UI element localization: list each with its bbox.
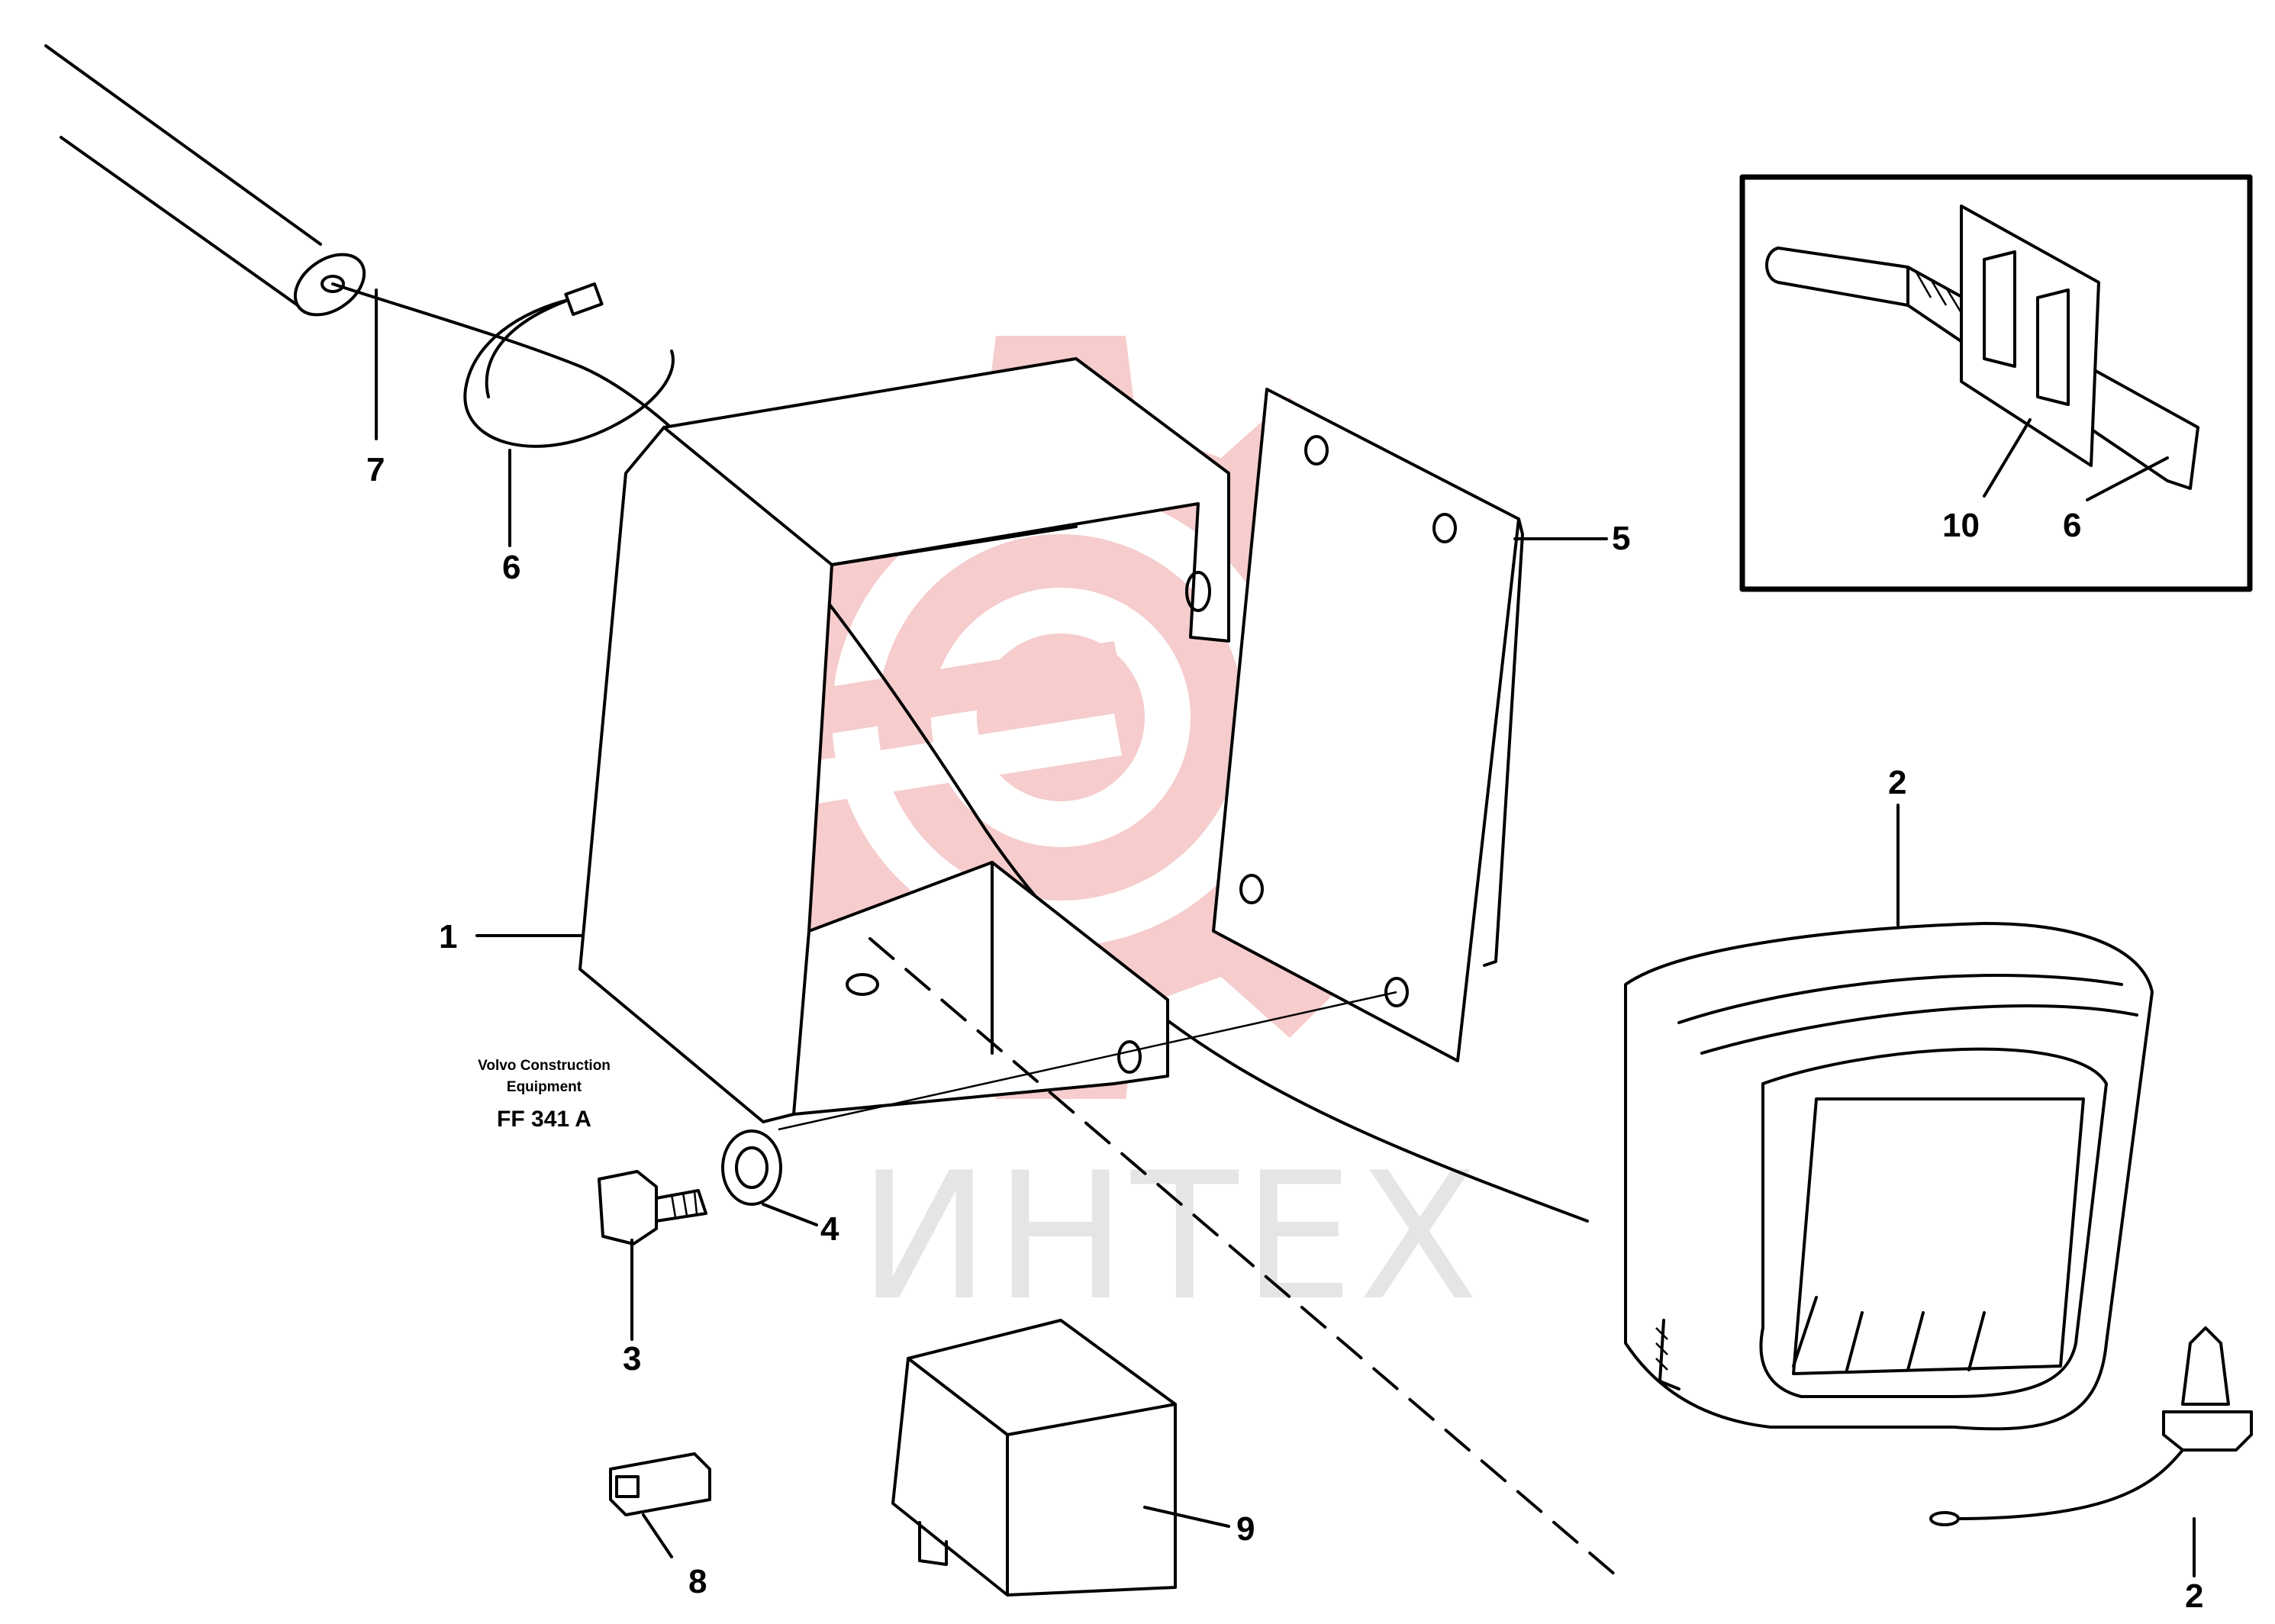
callout-4: 4 xyxy=(820,1210,839,1248)
housing xyxy=(578,357,1230,1123)
callout-8: 8 xyxy=(688,1563,707,1600)
callout-9: 9 xyxy=(1236,1510,1255,1548)
callout-10: 10 xyxy=(1942,507,1980,544)
credit-division: Equipment xyxy=(507,1079,582,1095)
washer xyxy=(721,1129,782,1206)
callout-1: 1 xyxy=(439,918,457,955)
callout-6-inset: 6 xyxy=(2063,507,2081,544)
callout-5: 5 xyxy=(1612,520,1630,557)
drawing-code: FF 341 A xyxy=(497,1107,591,1132)
callout-7: 7 xyxy=(366,451,385,488)
callout-6-main: 6 xyxy=(502,549,520,586)
detail-inset xyxy=(1739,174,2253,592)
callout-2-bulb: 2 xyxy=(2185,1577,2203,1615)
relay-dashed-line xyxy=(868,937,1627,1585)
leader-lines xyxy=(375,288,2196,1577)
bolt-axis-line xyxy=(778,991,1397,1131)
callout-3: 3 xyxy=(623,1340,641,1378)
work-lamp xyxy=(1624,922,2154,1431)
relay xyxy=(891,1319,1177,1597)
bolt xyxy=(598,1170,707,1245)
connector xyxy=(609,1452,711,1516)
watermark-text: ИНТЕХ xyxy=(859,1136,1483,1339)
callout-2-lamp: 2 xyxy=(1888,764,1906,801)
bulb xyxy=(1929,1326,2253,1526)
cable-tie xyxy=(463,282,675,448)
credit-company: Volvo Construction xyxy=(478,1058,611,1074)
drawing-credit: Volvo Construction Equipment FF 341 A xyxy=(478,1058,611,1132)
mounting-plate xyxy=(1212,388,1524,1062)
